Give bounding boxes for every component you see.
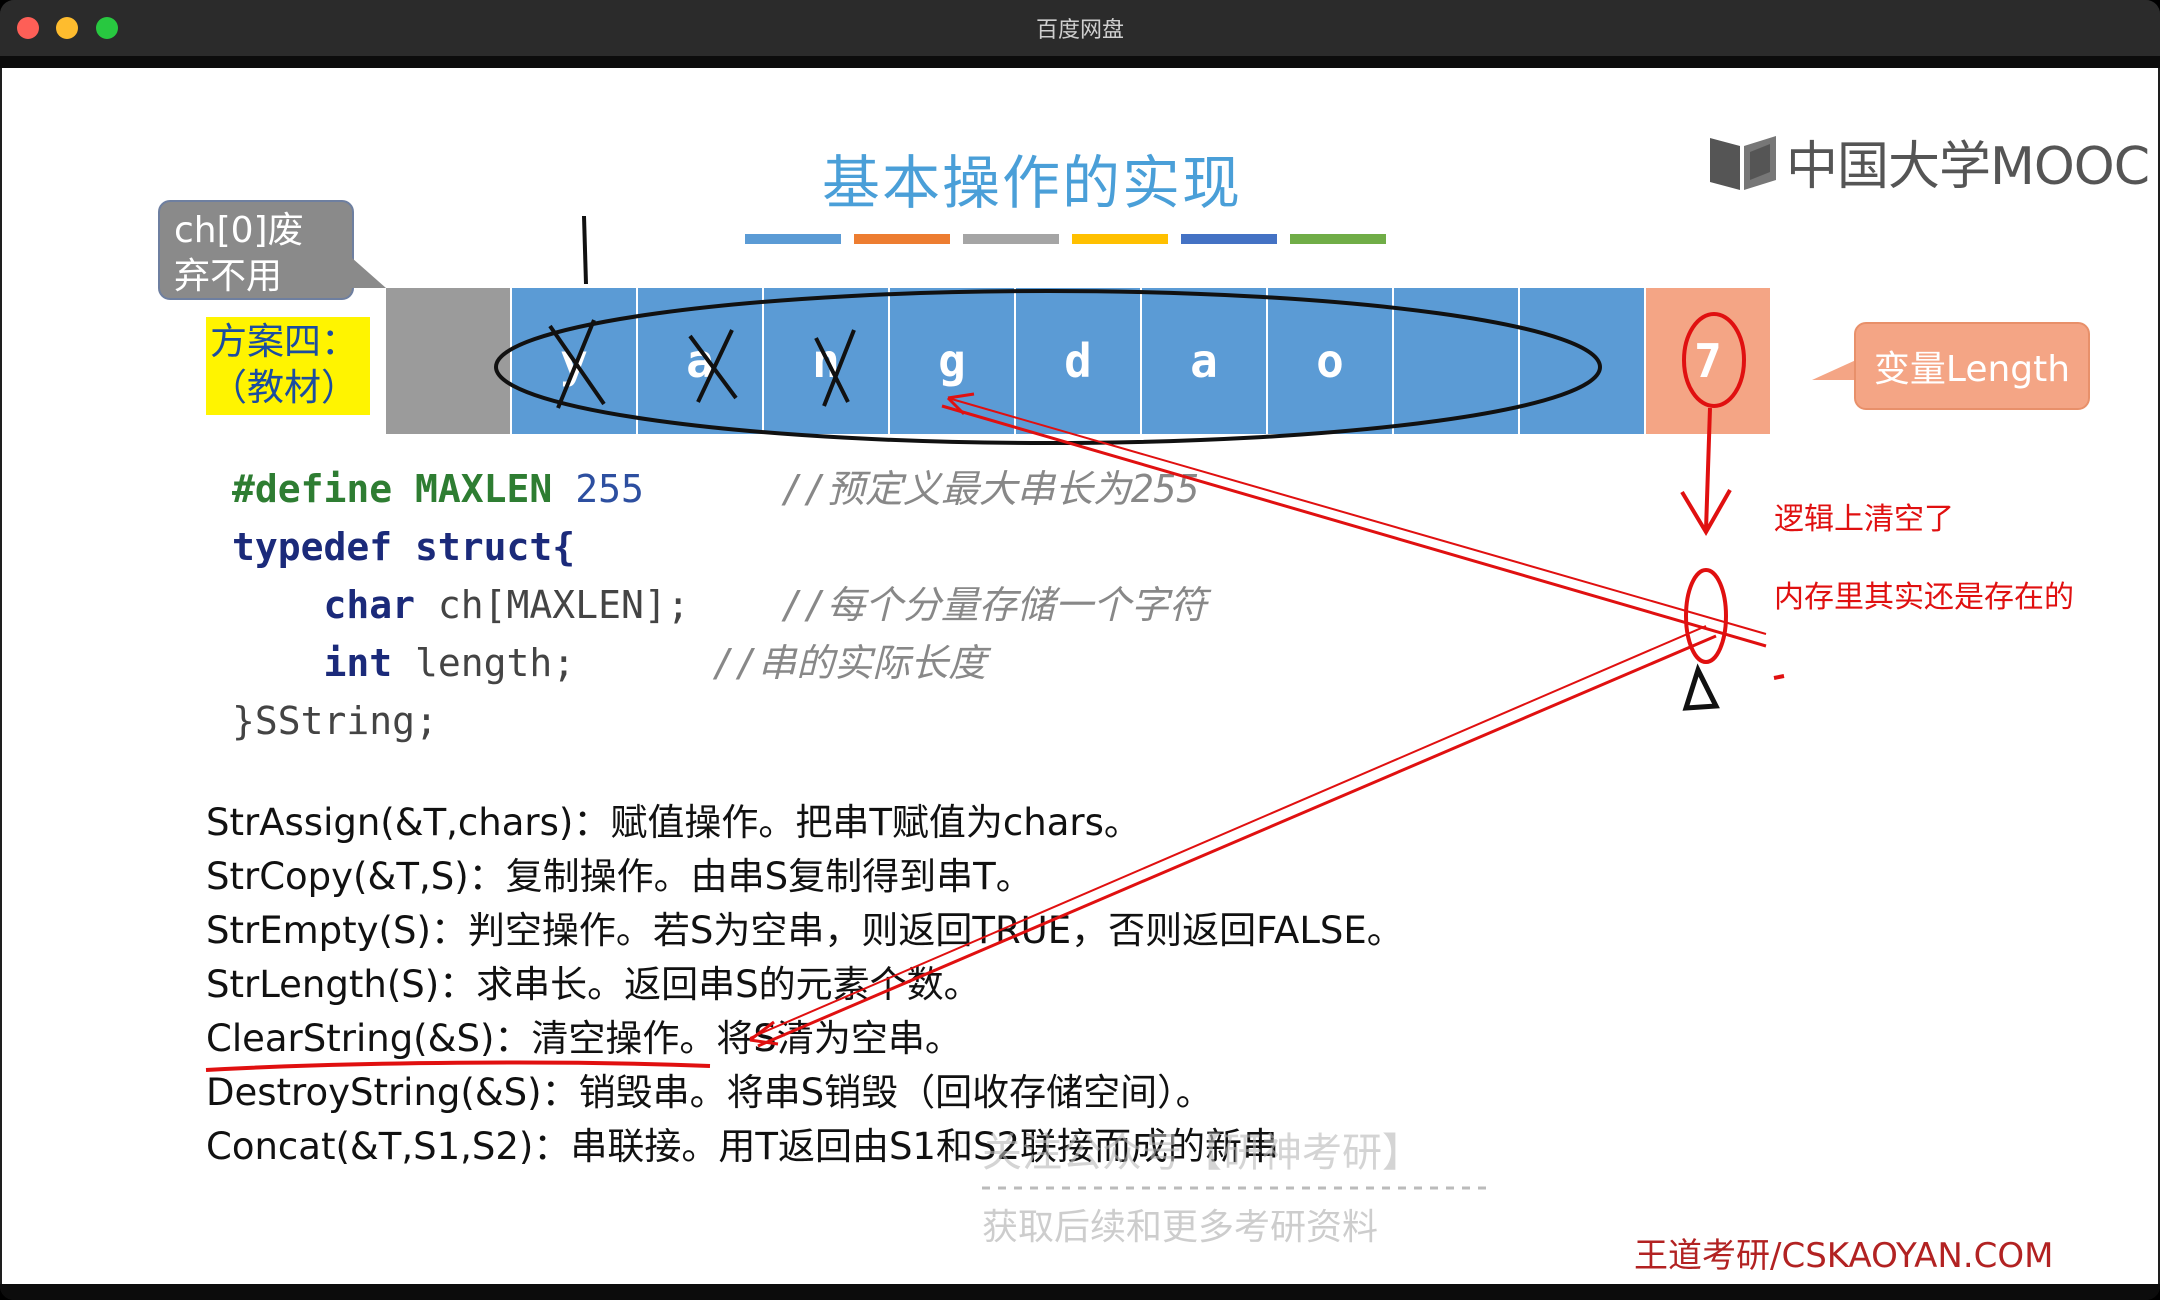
title-underline-orange	[854, 234, 950, 244]
array-cell-3: n	[764, 288, 890, 434]
plan-label-line1: 方案四：	[210, 320, 358, 363]
title-underline-blue	[745, 234, 841, 244]
op-concat: Concat(&T,S1,S2)：串联接。用T返回由S1和S2联接而成的新串	[206, 1125, 1279, 1168]
plan-label-line2: （教材）	[210, 366, 358, 409]
op-strlength: StrLength(S)：求串长。返回串S的元素个数。	[206, 963, 981, 1006]
array-cell-7: o	[1268, 288, 1394, 434]
cross-mark-a	[688, 329, 738, 403]
clearstring-underline	[205, 1060, 711, 1072]
red-arrow-to-g	[941, 404, 1767, 648]
close-window-button[interactable]	[17, 17, 39, 39]
length-callout-tail	[1812, 360, 1856, 380]
code-ch-field: ch[MAXLEN];	[437, 583, 690, 627]
code-maxlen: MAXLEN	[415, 467, 553, 511]
array-cell-6: a	[1142, 288, 1268, 434]
op-strempty: StrEmpty(S)：判空操作。若S为空串，则返回TRUE，否则返回FALSE…	[206, 909, 1404, 952]
slide-title: 基本操作的实现	[822, 149, 1243, 217]
op-strcopy: StrCopy(&T,S)：复制操作。由串S复制得到串T。	[206, 855, 1033, 898]
handwritten-tick	[582, 215, 588, 285]
ch0-callout-tail	[352, 258, 386, 288]
title-underline-darkblue	[1181, 234, 1277, 244]
code-typedef-line: typedef struct{	[232, 525, 576, 569]
handwritten-delta	[1682, 663, 1720, 711]
watermark-line2: 获取后续和更多考研资料	[982, 1207, 1379, 1248]
mooc-logo: 中国大学MOOC	[1710, 124, 2150, 199]
length-callout: 变量Length	[1854, 322, 2090, 410]
code-comment-3: //串的实际长度	[712, 641, 987, 685]
handwritten-ellipse	[494, 289, 1602, 445]
zoom-window-button[interactable]	[96, 17, 118, 39]
handwriting-overlay	[205, 215, 1785, 1190]
code-255: 255	[575, 467, 644, 511]
string-array: y a n g d a o 7	[386, 288, 1770, 434]
window-title: 百度网盘	[1035, 18, 1124, 43]
code-sstring-line: }SString;	[232, 699, 438, 743]
array-cell-5: d	[1016, 288, 1142, 434]
video-letterbox-top	[0, 56, 2160, 68]
op-strassign: StrAssign(&T,chars)：赋值操作。把串T赋值为chars。	[206, 801, 1141, 844]
title-bar: 百度网盘	[0, 0, 2160, 57]
red-arrow-to-clearstring	[757, 634, 1717, 1048]
array-cell-0	[386, 288, 512, 434]
handwritten-zero	[1684, 568, 1728, 664]
minimize-window-button[interactable]	[56, 17, 78, 39]
watermark-line1: 关注公众号【研神考研】	[982, 1130, 1422, 1176]
title-underline-gray	[963, 234, 1059, 244]
array-cell-9	[1520, 288, 1646, 434]
operations-list: StrAssign(&T,chars)：赋值操作。把串T赋值为chars。 St…	[206, 796, 1404, 1174]
code-comment-1: //预定义最大串长为255	[781, 467, 1200, 511]
plan-label: 方案四： （教材）	[206, 317, 370, 415]
cross-mark-n	[814, 329, 856, 407]
code-char-keyword: char	[323, 583, 416, 627]
mooc-book-icon	[1710, 135, 1776, 190]
video-letterbox-bottom	[0, 1284, 2160, 1300]
ch0-callout: ch[0]废弃不用	[158, 200, 354, 300]
annotation-memory-exists: 内存里其实还是存在的	[1774, 580, 2074, 615]
mooc-logo-text: 中国大学MOOC	[1786, 137, 2150, 197]
circle-around-7	[1682, 312, 1746, 408]
title-underline-green	[1290, 234, 1386, 244]
code-block: #define MAXLEN 255 //预定义最大串长为255 typedef…	[232, 460, 1207, 750]
code-length-field: length;	[415, 641, 576, 685]
code-int-keyword: int	[323, 641, 393, 685]
code-comment-2: //每个分量存储一个字符	[781, 583, 1207, 627]
op-clearstring: ClearString(&S)：清空操作。将S清为空串。	[206, 1017, 962, 1060]
brand-text: 王道考研/CSKAOYAN.COM	[1634, 1236, 2054, 1276]
cross-mark-y	[548, 319, 606, 409]
op-destroystring: DestroyString(&S)：销毁串。将串S销毁（回收存储空间）。	[206, 1071, 1213, 1114]
title-underline-yellow	[1072, 234, 1168, 244]
red-down-arrow	[1680, 407, 1732, 536]
red-dot-mark	[1773, 674, 1785, 680]
annotation-logic-cleared: 逻辑上清空了	[1774, 502, 1954, 537]
code-define-keyword: #define	[232, 467, 393, 511]
video-slide[interactable]: 基本操作的实现 中国大学MOOC ch[0]废弃不用 方案四： （教材） y a…	[2, 68, 2158, 1284]
